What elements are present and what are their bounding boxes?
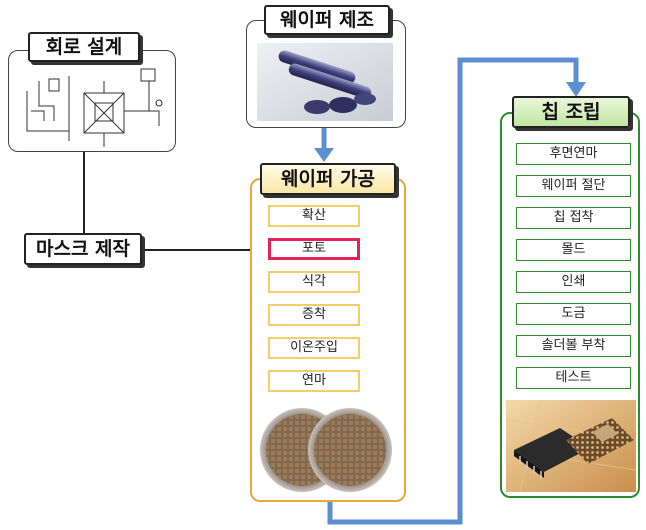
mask-fab-title: 마스크 제작 <box>24 233 142 265</box>
assembly-step-die-attach: 칩 접착 <box>516 207 631 229</box>
assembly-step-solder-ball: 솔더볼 부착 <box>516 335 631 357</box>
assembly-step-mold: 몰드 <box>516 239 631 261</box>
assembly-step-marking: 인쇄 <box>516 271 631 293</box>
chip-assembly-title: 칩 조립 <box>512 96 630 128</box>
assembly-step-dicing: 웨이퍼 절단 <box>516 175 631 197</box>
process-step-polish: 연마 <box>268 370 360 392</box>
connector-process-to-assembly <box>327 57 579 525</box>
process-step-deposition: 증착 <box>268 304 360 326</box>
assembly-step-backgrind: 후면연마 <box>516 143 631 165</box>
process-step-ion-implant: 이온주입 <box>268 337 360 359</box>
arrowhead-process-to-assembly <box>566 82 586 97</box>
assembly-step-test: 테스트 <box>516 367 631 389</box>
wafer-fab-title: 웨이퍼 제조 <box>264 5 390 35</box>
wafer-fab-panel <box>246 20 406 128</box>
wafer-process-title: 웨이퍼 가공 <box>260 163 396 195</box>
circuit-schematic-image <box>26 68 163 147</box>
process-step-photo: 포토 <box>268 238 360 260</box>
assembly-step-plating: 도금 <box>516 303 631 325</box>
circuit-design-title: 회로 설계 <box>28 32 140 62</box>
wafer-ingot-image <box>257 43 393 121</box>
process-step-diffusion: 확산 <box>268 205 360 227</box>
arrowhead-fab-to-process <box>314 148 334 162</box>
process-step-etch: 식각 <box>268 271 360 293</box>
